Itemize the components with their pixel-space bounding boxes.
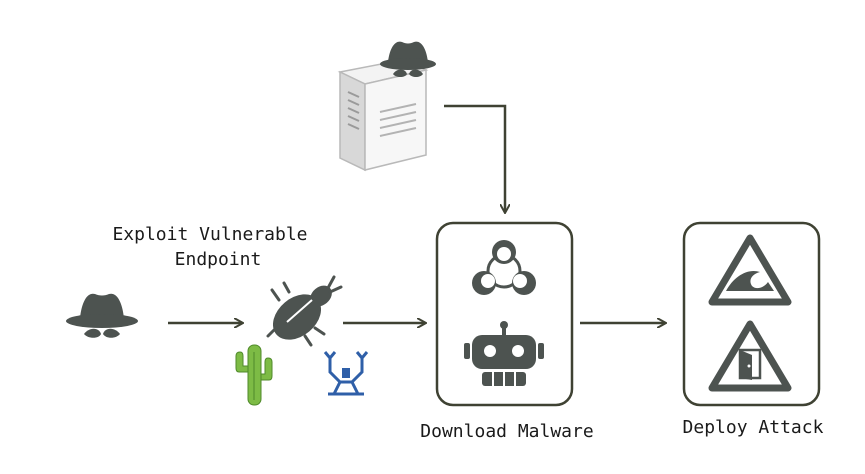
attacker-hacker-icon: [66, 293, 138, 338]
download-malware-label: Download Malware: [420, 421, 593, 442]
reverse-tool-icon: [323, 351, 369, 396]
server-icon: [337, 59, 429, 172]
server-hacker-hat-icon: [380, 41, 436, 77]
arrow-server-to-download: [444, 104, 505, 212]
wave-warning-icon: [708, 234, 792, 306]
door-warning-icon: [708, 320, 792, 392]
deploy-attack-label: Deploy Attack: [683, 417, 824, 438]
biohazard-icon: [472, 240, 536, 295]
deploy-attack-box: [682, 221, 821, 407]
cactus-icon: [235, 344, 273, 406]
exploit-label-line1: Exploit Vulnerable: [112, 224, 307, 245]
exploit-label-line2: Endpoint: [175, 249, 262, 270]
bug-icon: [266, 275, 343, 347]
download-malware-box: [435, 221, 574, 407]
robot-icon: [464, 321, 544, 386]
